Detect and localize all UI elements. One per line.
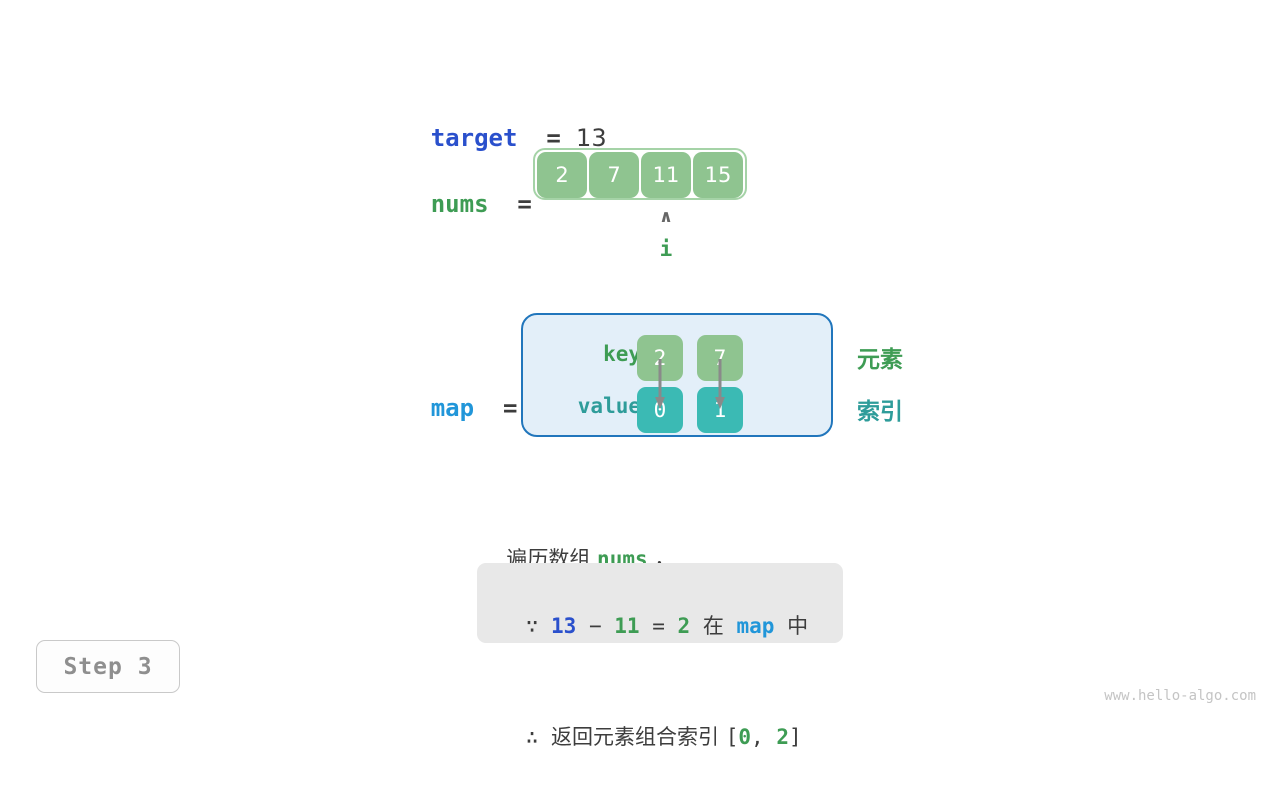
target-variable-name: target [430, 124, 518, 152]
note-result: 2 [677, 614, 691, 638]
nums-equals-sign: = [517, 190, 532, 218]
note-space-1 [538, 614, 551, 638]
note-space-2 [576, 614, 589, 638]
note-tail-text: 中 [787, 614, 809, 638]
note-box: ∵ 13 − 11 = 2 在 map 中 ∴ 返回元素组合索引 [0, 2] [477, 563, 843, 749]
because-symbol: ∵ [525, 614, 539, 638]
note-map-name: map [736, 614, 775, 638]
nums-cell-0: 2 [537, 152, 587, 198]
map-side-label-index: 索引 [857, 399, 903, 425]
map-key-row-label: key [603, 342, 641, 366]
note-bracket-open: [ [725, 725, 739, 749]
note-space-8 [774, 614, 787, 638]
note-in-text: 在 [702, 614, 724, 638]
note-line-2: ∴ 返回元素组合索引 [0, 2] [499, 682, 821, 793]
index-pointer: ∧ i [652, 209, 680, 263]
map-value-cell-0: 0 [637, 387, 683, 433]
step-badge-label: Step 3 [63, 653, 153, 680]
map-container: key value 2 7 0 1 [521, 313, 833, 437]
note-line-1: ∵ 13 − 11 = 2 在 map 中 [499, 571, 821, 682]
note-space-4 [640, 614, 653, 638]
nums-array: 2 7 11 15 [533, 148, 747, 200]
nums-cell-1: 7 [589, 152, 639, 198]
map-key-cell-0: 2 [637, 335, 683, 381]
map-side-label-element: 元素 [857, 347, 903, 373]
note-space-6 [690, 614, 703, 638]
note-operand-a: 13 [551, 614, 577, 638]
watermark: www.hello-algo.com [1104, 688, 1256, 704]
note-index-1: 0 [738, 725, 752, 749]
note2-space-1 [538, 725, 551, 749]
nums-variable-name: nums [430, 190, 489, 218]
note-equals: = [652, 614, 665, 638]
note-space-5 [665, 614, 678, 638]
note-space-3 [602, 614, 615, 638]
nums-declaration: nums = [414, 159, 532, 219]
note-space-7 [724, 614, 737, 638]
map-spacer [474, 394, 503, 422]
note-index-2: 2 [776, 725, 789, 749]
step-badge: Step 3 [36, 640, 180, 693]
nums-cell-2: 11 [641, 152, 691, 198]
therefore-symbol: ∴ [525, 725, 539, 749]
note-comma: , [751, 725, 777, 749]
note-minus: − [588, 614, 602, 638]
nums-cell-3: 15 [693, 152, 743, 198]
pointer-caret-icon: ∧ [659, 207, 673, 227]
target-declaration: target = 13 [430, 124, 607, 152]
map-declaration: map = [414, 363, 518, 423]
note-bracket-close: ] [788, 725, 802, 749]
map-variable-name: map [430, 394, 475, 422]
map-key-cell-1: 7 [697, 335, 743, 381]
nums-spacer [489, 190, 518, 218]
pointer-label: i [659, 237, 673, 261]
note-operand-b: 11 [614, 614, 640, 638]
map-equals-sign: = [502, 394, 518, 422]
map-value-row-label: value [577, 394, 641, 418]
map-value-cell-1: 1 [697, 387, 743, 433]
note-return-text: 返回元素组合索引 [551, 725, 726, 749]
